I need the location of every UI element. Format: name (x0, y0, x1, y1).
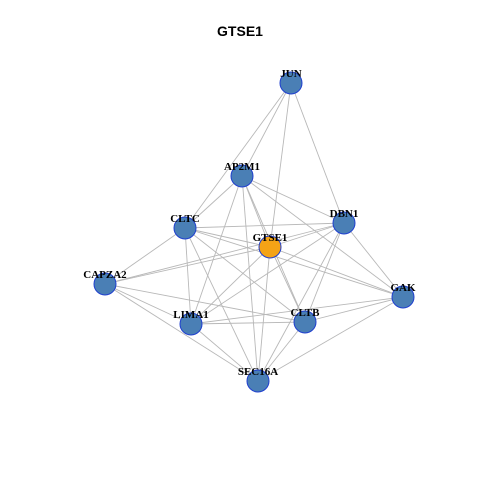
edge-gtse1-gak (269, 246, 404, 298)
edge-gtse1-capza2 (104, 246, 271, 285)
node-cltb (293, 310, 317, 334)
edge-cltc-cltb (184, 227, 306, 323)
edge-cltb-sec16a (257, 321, 306, 382)
edge-gtse1-lima1 (190, 246, 271, 325)
node-label-ap2m1: AP2M1 (224, 161, 260, 173)
edge-layer (104, 82, 404, 382)
edge-gtse1-cltb (269, 246, 306, 323)
node-dbn1 (332, 211, 356, 235)
node-label-cltb: CLTB (291, 307, 321, 319)
node-label-cltc: CLTC (170, 213, 200, 225)
edge-jun-dbn1 (290, 82, 345, 224)
edge-dbn1-cltb (304, 222, 345, 323)
node-gtse1 (258, 235, 282, 259)
edge-ap2m1-gak (241, 175, 404, 298)
node-label-dbn1: DBN1 (330, 208, 359, 220)
node-ap2m1 (230, 164, 254, 188)
edge-capza2-sec16a (104, 283, 259, 382)
edge-ap2m1-lima1 (190, 175, 243, 325)
edge-ap2m1-dbn1 (241, 175, 345, 224)
edge-capza2-cltb (104, 283, 306, 323)
edge-cltc-dbn1 (184, 222, 345, 229)
node-label-jun: JUN (280, 68, 301, 80)
edge-gak-lima1 (190, 296, 404, 325)
node-label-capza2: CAPZA2 (83, 269, 127, 281)
node-label-sec16a: SEC16A (238, 366, 278, 378)
edge-cltc-lima1 (184, 227, 192, 325)
edge-dbn1-capza2 (104, 222, 345, 285)
node-label-lima1: LIMA1 (173, 309, 208, 321)
node-sec16a (246, 369, 270, 393)
edge-dbn1-sec16a (257, 222, 345, 382)
edge-cltc-capza2 (104, 227, 186, 285)
edge-jun-ap2m1 (241, 82, 292, 177)
edge-jun-cltc (184, 82, 292, 229)
node-label-gtse1: GTSE1 (253, 232, 288, 244)
edge-dbn1-gak (343, 222, 404, 298)
edge-cltc-sec16a (184, 227, 259, 382)
node-lima1 (179, 312, 203, 336)
node-layer (93, 71, 415, 393)
edge-gak-sec16a (257, 296, 404, 382)
edge-capza2-lima1 (104, 283, 192, 325)
node-label-gak: GAK (390, 282, 416, 294)
edge-dbn1-gtse1 (269, 222, 345, 248)
edge-jun-gtse1 (269, 82, 292, 248)
node-capza2 (93, 272, 117, 296)
edge-cltc-gtse1 (184, 227, 271, 248)
node-jun (279, 71, 303, 95)
edge-cltc-gak (184, 227, 404, 298)
node-gak (391, 285, 415, 309)
edge-ap2m1-cltc (184, 175, 243, 229)
edge-lima1-cltb (190, 321, 306, 325)
edge-lima1-sec16a (190, 323, 259, 382)
graph-title: GTSE1 (217, 23, 263, 39)
node-cltc (173, 216, 197, 240)
edge-gak-cltb (304, 296, 404, 323)
